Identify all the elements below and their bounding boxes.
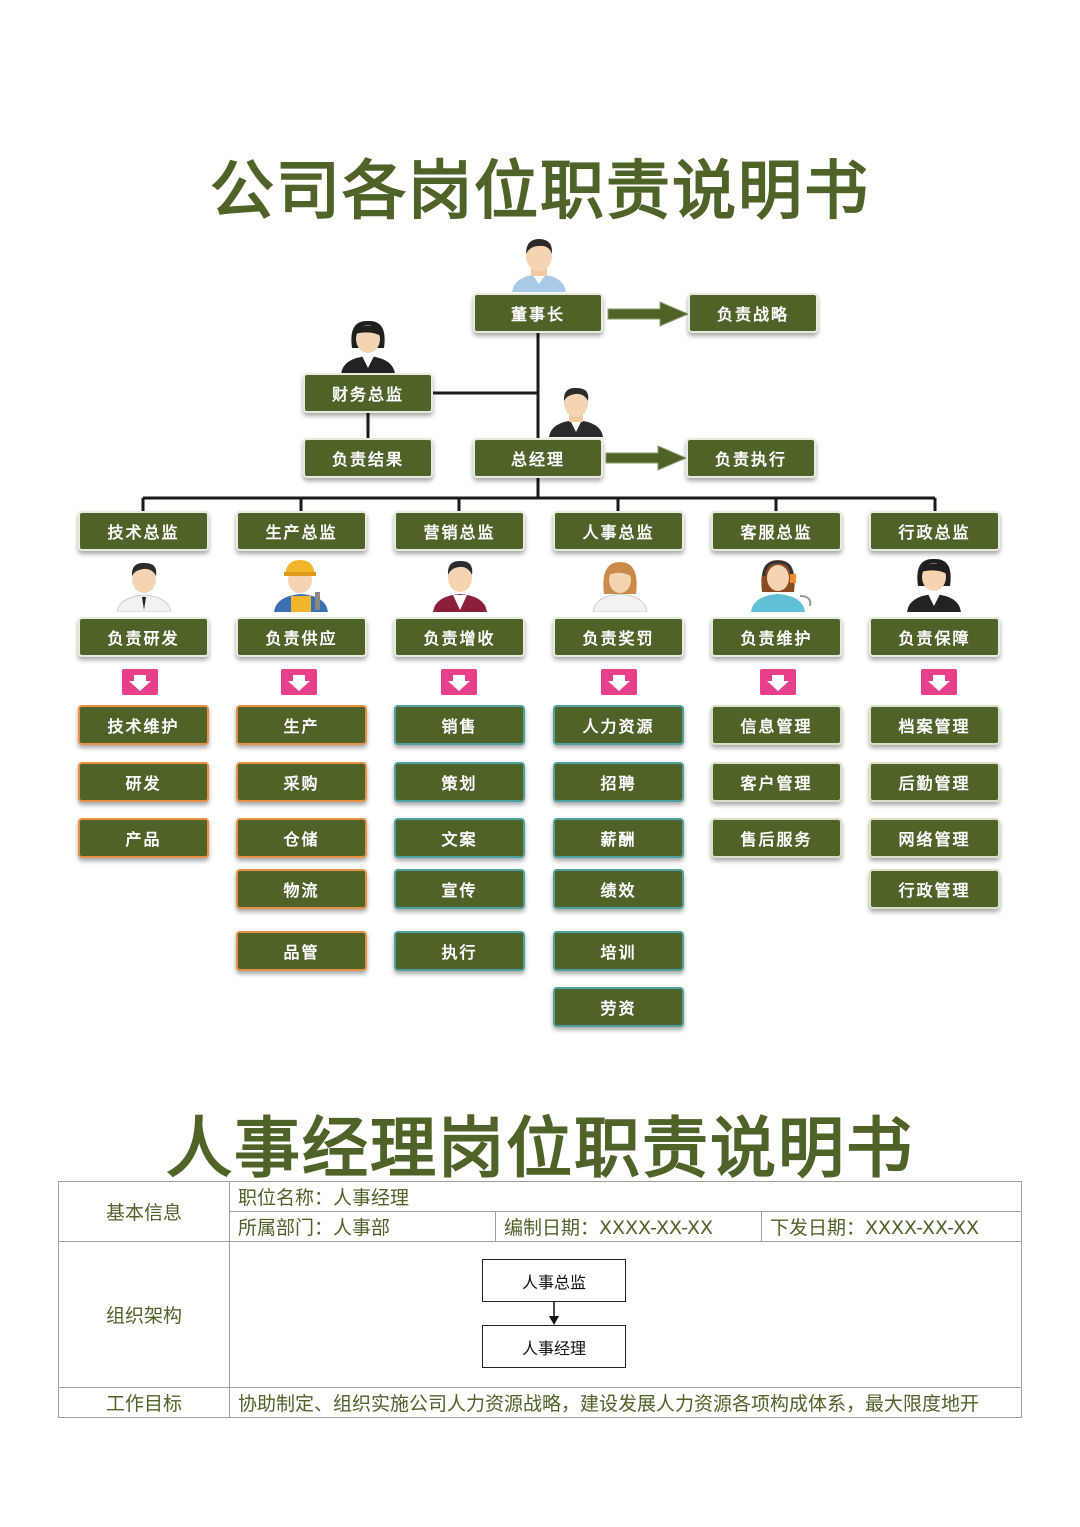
dept-duty-admin[interactable]: 负责保障: [869, 617, 1000, 657]
cfo-avatar-icon: [341, 320, 395, 374]
dept-head-marketing[interactable]: 营销总监: [394, 511, 525, 551]
admin-item[interactable]: 行政管理: [869, 869, 1000, 909]
production-item[interactable]: 品管: [236, 931, 367, 971]
page-title: 公司各岗位职责说明书: [210, 154, 870, 229]
compile-date: 编制日期：XXXX-XX-XX: [495, 1211, 762, 1242]
tech-avatar-icon: [116, 562, 172, 612]
admin-item[interactable]: 后勤管理: [869, 762, 1000, 802]
service-avatar-icon: [751, 560, 812, 612]
production-item[interactable]: 采购: [236, 762, 367, 802]
dept-head-admin[interactable]: 行政总监: [869, 511, 1000, 551]
dept-head-hr[interactable]: 人事总监: [553, 511, 684, 551]
org-structure-label: 组织架构: [58, 1241, 230, 1388]
org-connectors: [141, 301, 937, 512]
mini-org-bottom-box: 人事经理: [482, 1325, 626, 1368]
cfo-box[interactable]: 财务总监: [303, 373, 433, 413]
marketing-item[interactable]: 宣传: [394, 869, 525, 909]
tech-item[interactable]: 产品: [78, 818, 209, 858]
dept-head-service[interactable]: 客服总监: [711, 511, 842, 551]
dept-head-production[interactable]: 生产总监: [236, 511, 367, 551]
admin-item[interactable]: 档案管理: [869, 705, 1000, 745]
tech-item[interactable]: 技术维护: [78, 705, 209, 745]
down-arrow-icon: [441, 669, 477, 695]
worker-avatar-icon: [274, 560, 328, 612]
hr-item[interactable]: 人力资源: [553, 705, 684, 745]
admin-item[interactable]: 网络管理: [869, 818, 1000, 858]
position-name: 职位名称：人事经理: [229, 1181, 1022, 1212]
gm-box[interactable]: 总经理: [473, 438, 603, 478]
down-arrow-icon: [601, 669, 637, 695]
work-goal-label: 工作目标: [58, 1387, 230, 1418]
down-arrow-icon: [921, 669, 957, 695]
hr-item[interactable]: 培训: [553, 931, 684, 971]
service-item[interactable]: 售后服务: [711, 818, 842, 858]
dept-duty-marketing[interactable]: 负责增收: [394, 617, 525, 657]
down-arrow-icon: [122, 669, 158, 695]
cfo-duty-box[interactable]: 负责结果: [303, 438, 433, 478]
dept-duty-service[interactable]: 负责维护: [711, 617, 842, 657]
chairman-duty-box[interactable]: 负责战略: [688, 293, 818, 333]
gm-avatar-icon: [549, 387, 603, 437]
down-arrow-icon: [281, 669, 317, 695]
marketing-item[interactable]: 执行: [394, 931, 525, 971]
chairman-box[interactable]: 董事长: [473, 293, 603, 333]
dept-duty-production[interactable]: 负责供应: [236, 617, 367, 657]
down-arrow-icon: [760, 669, 796, 695]
production-item[interactable]: 物流: [236, 869, 367, 909]
issue-date: 下发日期：XXXX-XX-XX: [761, 1211, 1022, 1242]
marketing-item[interactable]: 文案: [394, 818, 525, 858]
production-item[interactable]: 仓储: [236, 818, 367, 858]
basic-info-label: 基本信息: [58, 1181, 230, 1242]
gm-duty-box[interactable]: 负责执行: [686, 438, 816, 478]
section-title: 人事经理岗位职责说明书: [166, 1109, 914, 1187]
mini-org-arrow: [549, 1302, 559, 1325]
dept-head-tech[interactable]: 技术总监: [78, 511, 209, 551]
dept-duty-hr[interactable]: 负责奖罚: [553, 617, 684, 657]
work-goal-text: 协助制定、组织实施公司人力资源战略，建设发展人力资源各项构成体系，最大限度地开: [229, 1387, 1022, 1418]
production-item[interactable]: 生产: [236, 705, 367, 745]
chairman-avatar-icon: [512, 239, 566, 292]
mini-org-top-box: 人事总监: [482, 1259, 626, 1302]
service-item[interactable]: 信息管理: [711, 705, 842, 745]
dept-duty-tech[interactable]: 负责研发: [78, 617, 209, 657]
marketing-item[interactable]: 策划: [394, 762, 525, 802]
admin-avatar-icon: [907, 558, 961, 612]
marketing-avatar-icon: [433, 560, 487, 612]
marketing-item[interactable]: 销售: [394, 705, 525, 745]
hr-item[interactable]: 绩效: [553, 869, 684, 909]
department: 所属部门：人事部: [229, 1211, 496, 1242]
tech-item[interactable]: 研发: [78, 762, 209, 802]
hr-item[interactable]: 薪酬: [553, 818, 684, 858]
hr-item[interactable]: 劳资: [553, 987, 684, 1027]
service-item[interactable]: 客户管理: [711, 762, 842, 802]
hr-item[interactable]: 招聘: [553, 762, 684, 802]
hr-avatar-icon: [592, 562, 648, 612]
